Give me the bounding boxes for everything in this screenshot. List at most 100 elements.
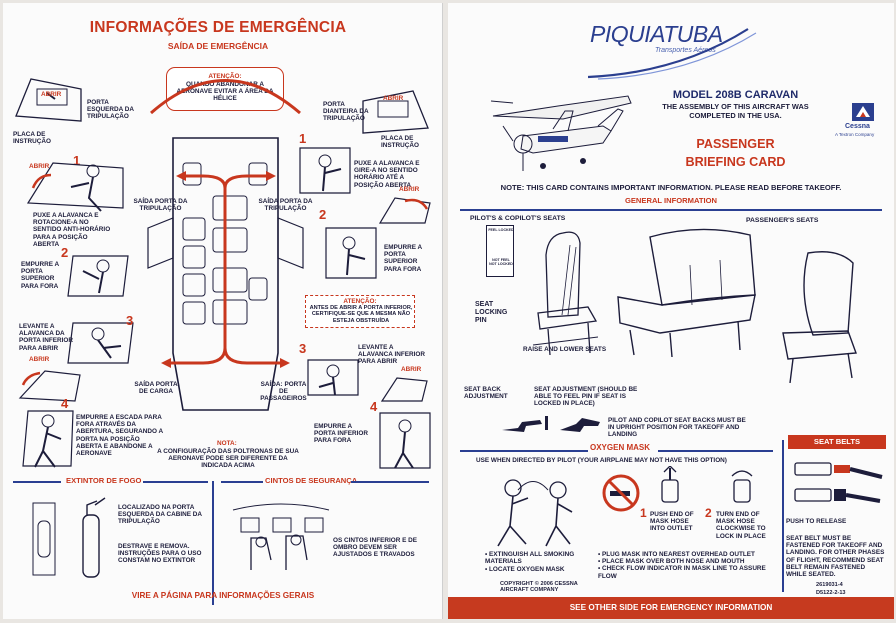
oxygen-list-b: • PLUG MASK INTO NEAREST OVERHEAD OUTLET… <box>598 551 778 580</box>
cabin-floorplan-diagram <box>143 118 308 418</box>
seatbelt-text-pt: OS CINTOS INFERIOR E DE OMBRO DEVEM SER … <box>333 537 418 559</box>
step-number: 1 <box>73 153 81 168</box>
attention-heading: ATENÇÃO: <box>208 73 242 80</box>
left-step3-illustration <box>63 318 138 368</box>
seat-upright-icons <box>500 416 605 436</box>
fire-extinguisher-illustration <box>25 493 115 583</box>
turn-page-footer: VIRE A PÁGINA PARA INFORMAÇÕES GERAIS <box>131 591 315 600</box>
seatbelt-cabin-illustration <box>231 500 331 575</box>
list-item: • LOCATE OXYGEN MASK <box>485 566 565 574</box>
left-step1-text: PUXE A ALAVANCA E ROTACIONE-A NO SENTIDO… <box>33 212 111 248</box>
oxygen-step2-text: TURN END OF MASK HOSE CLOCKWISE TO LOCK … <box>716 511 766 540</box>
list-item: • EXTINGUISH ALL SMOKING MATERIALS <box>485 551 575 566</box>
left-step3b-illustration <box>15 363 85 403</box>
card-title-briefing: BRIEFING CARD <box>685 155 786 169</box>
copilot-door-illustration <box>358 83 433 138</box>
right-step4-illustration <box>375 408 435 473</box>
divider <box>658 450 773 452</box>
note-heading: NOTA: <box>217 440 237 447</box>
step-number: 2 <box>61 245 69 260</box>
oxygen-mask-title: OXYGEN MASK <box>590 443 651 452</box>
oxygen-passengers-illustration <box>488 468 588 548</box>
seat-back-adjustment-label: SEAT BACK ADJUSTMENT <box>464 386 508 401</box>
left-step4-illustration <box>13 401 78 471</box>
abrir-label: ABRIR <box>399 186 420 193</box>
divider <box>212 481 214 605</box>
divider <box>143 481 208 483</box>
step-number: 1 <box>299 131 307 146</box>
general-information-title: GENERAL INFORMATION <box>624 196 718 205</box>
oxygen-list-a: • EXTINGUISH ALL SMOKING MATERIALS • LOC… <box>476 551 601 574</box>
card-note: NOTE: THIS CARD CONTAINS IMPORTANT INFOR… <box>500 183 842 192</box>
right-step2-text: EMPURRE A PORTA SUPERIOR PARA FORA <box>384 244 422 273</box>
emergency-exit-subtitle: SAÍDA DE EMERGÊNCIA <box>167 41 269 51</box>
left-step4-text: EMPURRE A ESCADA PARA FORA ATRAVÉS DA AB… <box>76 414 163 457</box>
extinguisher-title: EXTINTOR DE FOGO <box>66 476 142 485</box>
feel-locked-label: FEEL LOCKED <box>488 228 514 232</box>
divider <box>545 416 548 430</box>
seat-belts-title-pt: CINTOS DE SEGURANÇA <box>265 476 358 485</box>
card-title-passenger: PASSENGER <box>696 137 775 151</box>
left-step3-text: LEVANTE A ALAVANCA DA PORTA INFERIOR PAR… <box>19 323 73 352</box>
step-number: 4 <box>61 396 69 411</box>
left-step2-illustration <box>63 251 133 301</box>
brand-logo: PIQUIATUBA <box>590 21 723 47</box>
placard-left-label: PLACA DE INSTRUÇÃO <box>13 131 51 146</box>
abrir-label: ABRIR <box>29 163 50 170</box>
oxygen-step1-text: PUSH END OF MASK HOSE INTO OUTLET <box>650 511 694 533</box>
left-step1-illustration <box>23 153 128 213</box>
step-number: 4 <box>370 399 378 414</box>
card-code-1: 2619031-4 <box>816 582 843 588</box>
propeller-arc-icon <box>143 58 308 128</box>
divider <box>460 450 588 452</box>
assembly-text: THE ASSEMBLY OF THIS AIRCRAFT WAS COMPLE… <box>662 102 809 120</box>
cessna-logo-icon <box>852 103 874 121</box>
pilot-seat-illustration <box>518 225 598 365</box>
right-step4-text: EMPURRE A PORTA INFERIOR PARA FORA <box>314 423 368 445</box>
emergency-title: INFORMAÇÕES DE EMERGÊNCIA <box>89 19 347 36</box>
mask-hose-turn-icon <box>728 466 758 506</box>
brand-swoosh-icon <box>588 25 758 80</box>
model-label: MODEL 208B CARAVAN <box>672 89 799 101</box>
emergency-info-panel: INFORMAÇÕES DE EMERGÊNCIA SAÍDA DE EMERG… <box>3 3 443 619</box>
oxygen-step-number: 1 <box>640 506 647 520</box>
right-step2-illustration <box>321 223 381 283</box>
abrir-label: ABRIR <box>401 366 422 373</box>
attention-lower-door-box: ATENÇÃO: ANTES DE ABRIR A PORTA INFERIOR… <box>305 295 415 328</box>
list-item: • PLACE MASK OVER BOTH NOSE AND MOUTH <box>598 558 745 566</box>
right-step1b-illustration <box>375 193 435 228</box>
list-item: • PLUG MASK INTO NEAREST OVERHEAD OUTLET <box>598 551 755 558</box>
right-step1-illustration <box>295 143 355 198</box>
pilot-door-label: PORTA ESQUERDA DA TRIPULAÇÃO <box>87 99 134 121</box>
divider <box>13 481 61 483</box>
divider <box>460 209 882 211</box>
exit-passenger-door-label: SAÍDA: PORTA DE PASSAGEIROS <box>260 381 307 403</box>
step-number: 3 <box>299 341 307 356</box>
oxygen-use-text: USE WHEN DIRECTED BY PILOT (YOUR AIRPLAN… <box>476 457 727 464</box>
divider <box>221 481 263 483</box>
attention-mid-heading: ATENÇÃO: <box>343 298 377 305</box>
passenger-single-seat-illustration <box>768 243 868 383</box>
exit-pilot-door-label: SAÍDA PORTA DA TRIPULAÇÃO <box>133 198 188 213</box>
left-step2-text: EMPURRE A PORTA SUPERIOR PARA FORA <box>21 261 59 290</box>
right-step3-illustration <box>303 355 363 400</box>
pilot-seats-label: PILOT'S & COPILOT'S SEATS <box>470 215 566 222</box>
passenger-seats-label: PASSENGER'S SEATS <box>746 217 819 224</box>
see-other-side-footer: SEE OTHER SIDE FOR EMERGENCY INFORMATION <box>448 597 894 619</box>
extinguisher-location: LOCALIZADO NA PORTA ESQUERDA DA CABINE D… <box>118 504 202 526</box>
right-step1-text: PUXE A ALAVANCA E GIRE-A NO SENTIDO HORÁ… <box>354 160 420 189</box>
abrir-label: ABRIR <box>29 356 50 363</box>
no-smoking-icon <box>601 473 641 513</box>
copilot-door-label: PORTA DIANTEIRA DA TRIPULAÇÃO <box>323 101 369 123</box>
note-text: A CONFIGURAÇÃO DAS POLTRONAS DE SUA AERO… <box>157 448 299 470</box>
cessna-label: Cessna <box>845 123 870 130</box>
seat-adjustment-label: SEAT ADJUSTMENT (SHOULD BE ABLE TO FEEL … <box>534 386 638 408</box>
raise-lower-label: RAISE AND LOWER SEATS <box>523 346 607 353</box>
passenger-bench-seat-illustration <box>610 225 760 365</box>
placard-right-label: PLACA DE INSTRUÇÃO <box>381 135 419 150</box>
seat-pin-inset: FEEL LOCKED NOT FEEL NOT LOCKED <box>486 225 514 277</box>
extinguisher-use: DESTRAVE E REMOVA. INSTRUÇÕES PARA O USO… <box>118 543 202 565</box>
seat-belts-title: SEAT BELTS <box>788 435 886 449</box>
attention-mid-text: ANTES DE ABRIR A PORTA INFERIOR, CERTIFI… <box>309 305 413 324</box>
seat-belts-text: SEAT BELT MUST BE FASTENED FOR TAKEOFF A… <box>786 535 885 578</box>
